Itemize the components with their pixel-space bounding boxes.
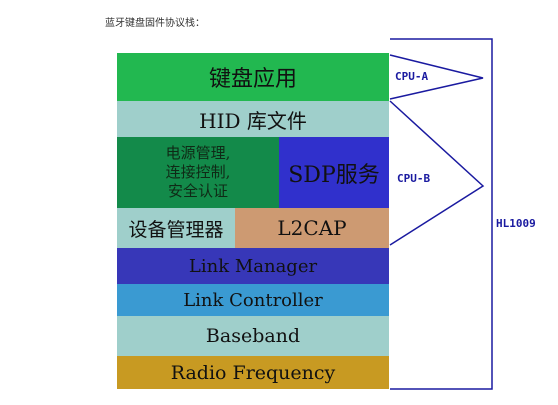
bracket-cpu-b-line [389,100,485,246]
layer-hid-library: HID 库文件 [117,101,389,137]
bracket-cpu-a-label: CPU-A [395,70,429,83]
layer-l2cap: L2CAP [235,208,389,248]
layer-baseband: Baseband [117,316,389,356]
bracket-hl1009-label: HL1009 [496,217,536,230]
bracket-cpu-a-line [389,54,484,100]
bracket-cpu-b-label: CPU-B [397,172,431,185]
layer-power-security: 电源管理, 连接控制, 安全认证 [117,137,279,208]
diagram-caption: 蓝牙键盘固件协议栈： [105,18,205,29]
layer-keyboard-app: 键盘应用 [117,53,389,101]
layer-sdp-service: SDP服务 [279,137,389,208]
bracket-hl1009-line [390,38,493,390]
layer-device-manager: 设备管理器 [117,208,235,248]
layer-radio-frequency: Radio Frequency [117,356,389,389]
layer-link-controller: Link Controller [117,284,389,316]
layer-link-manager: Link Manager [117,248,389,284]
